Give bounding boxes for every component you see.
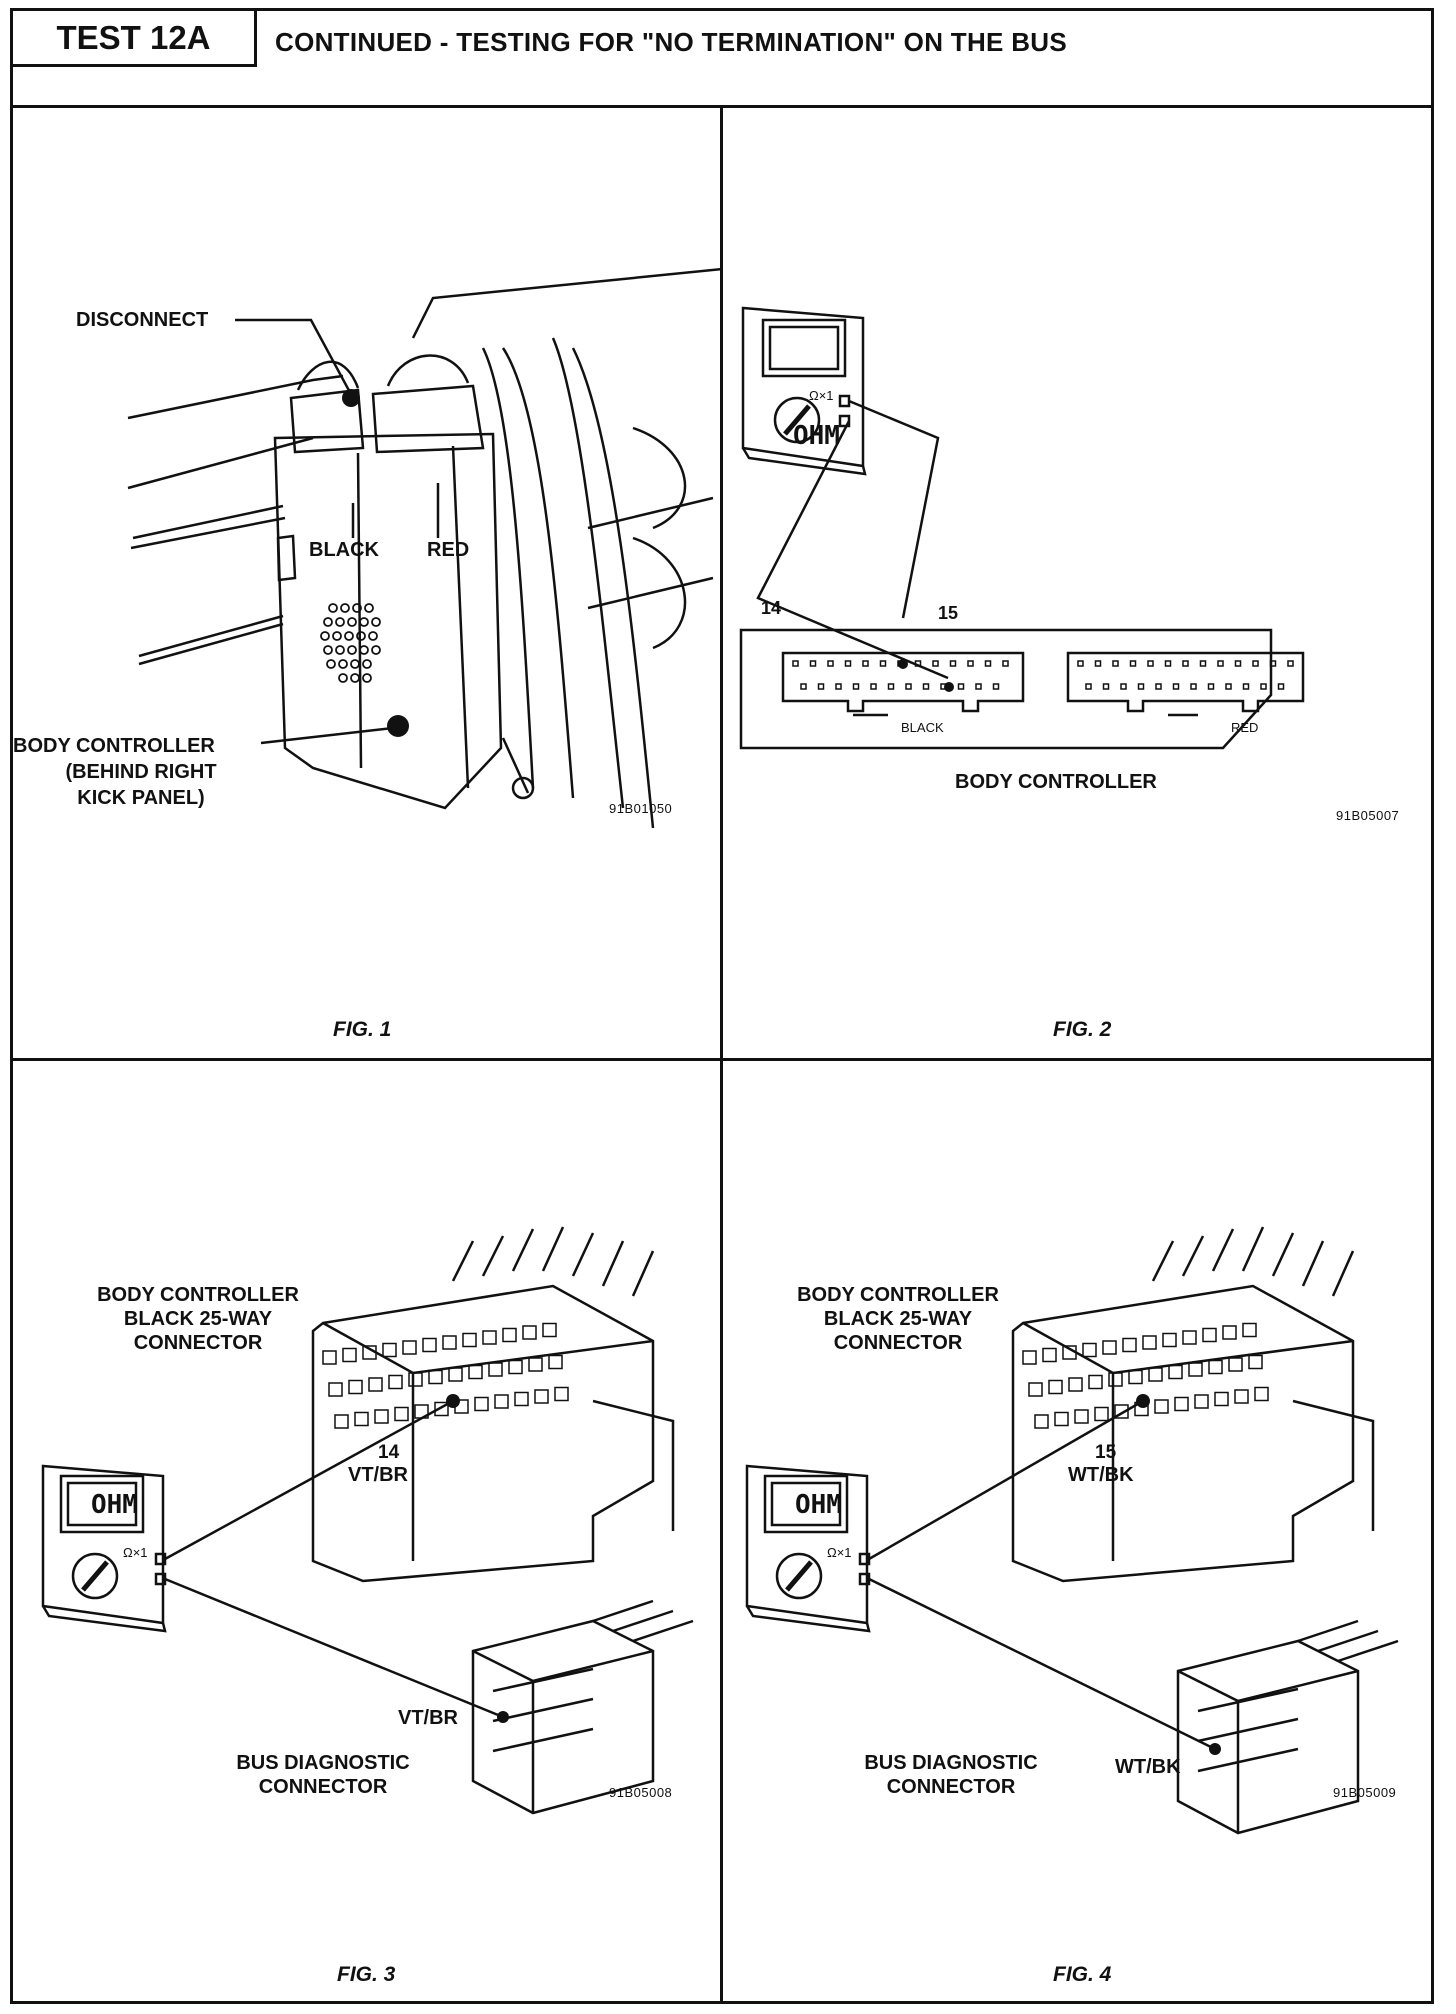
figure-caption: FIG. 2 [1053,1018,1112,1041]
fig2-illustration [739,306,1305,750]
wire-diag-label: VT/BR [398,1707,458,1729]
meter-range: Ω×1 [123,1545,148,1560]
bus-label-1: BUS DIAGNOSTIC [864,1752,1038,1774]
connector-label-3: CONNECTOR [133,1332,263,1354]
header: TEST 12A CONTINUED - TESTING FOR "NO TER… [13,11,1431,108]
connector-label-1: BODY CONTROLLER [97,1284,299,1306]
page-title: CONTINUED - TESTING FOR "NO TERMINATION"… [275,27,1068,57]
pin-14-label: 14 [761,598,782,618]
figure-3: BODY CONTROLLER BLACK 25-WAY CONNECTOR O… [13,1061,720,2004]
pin-15-label: 15 [938,603,959,623]
fig4-illustration [745,1226,1399,1835]
pin-label: 15 [1095,1442,1117,1463]
panel-divider-horizontal [13,1058,1431,1061]
pin-label: 14 [378,1442,400,1463]
panel-divider-vertical [720,105,723,2004]
meter-range: Ω×1 [809,388,834,403]
meter-range: Ω×1 [827,1545,852,1560]
meter-display: OHM [91,1490,138,1520]
figure-4: BODY CONTROLLER BLACK 25-WAY CONNECTOR O… [723,1061,1437,2004]
meter-display: OHM [793,421,840,451]
body-controller-note-1: (BEHIND RIGHT [65,761,217,783]
figure-code: 91B05008 [609,1785,673,1800]
body-controller-label: BODY CONTROLLER [955,771,1157,793]
meter-display: OHM [795,1490,842,1520]
connector-label-2: BLACK 25-WAY [823,1308,973,1330]
black-connector-label: BLACK [901,720,944,735]
red-connector-label: RED [1231,720,1259,735]
test-id: TEST 12A [13,11,257,67]
wire-diag-label: WT/BK [1115,1756,1181,1778]
figure-caption: FIG. 4 [1053,1963,1112,1986]
figure-1: DISCONNECT BLACK RED BODY CONTROLLER (BE… [13,108,720,1058]
connector-label-3: CONNECTOR [833,1332,963,1354]
bus-label-1: BUS DIAGNOSTIC [236,1752,410,1774]
figure-caption: FIG. 1 [333,1018,392,1041]
connector-label-1: BODY CONTROLLER [797,1284,999,1306]
wire-label: VT/BR [348,1464,408,1486]
fig3-illustration [41,1226,694,1815]
connector-label-2: BLACK 25-WAY [123,1308,273,1330]
body-controller-note-2: KICK PANEL) [77,787,205,809]
figure-2: OHM Ω×1 14 15 BLACK RED BODY CONTROLLER … [723,108,1437,1058]
body-controller-label: BODY CONTROLLER [13,735,215,757]
fig1-illustration [127,268,720,829]
figure-code: 91B01050 [609,801,673,816]
page-frame: TEST 12A CONTINUED - TESTING FOR "NO TER… [10,8,1434,2004]
wire-label: WT/BK [1068,1464,1134,1486]
disconnect-label: DISCONNECT [76,309,209,331]
figure-code: 91B05007 [1336,808,1400,823]
black-connector-label: BLACK [309,539,379,561]
red-connector-label: RED [427,539,470,561]
figure-caption: FIG. 3 [337,1963,396,1986]
bus-label-2: CONNECTOR [258,1776,388,1798]
figure-code: 91B05009 [1333,1785,1397,1800]
bus-label-2: CONNECTOR [886,1776,1016,1798]
